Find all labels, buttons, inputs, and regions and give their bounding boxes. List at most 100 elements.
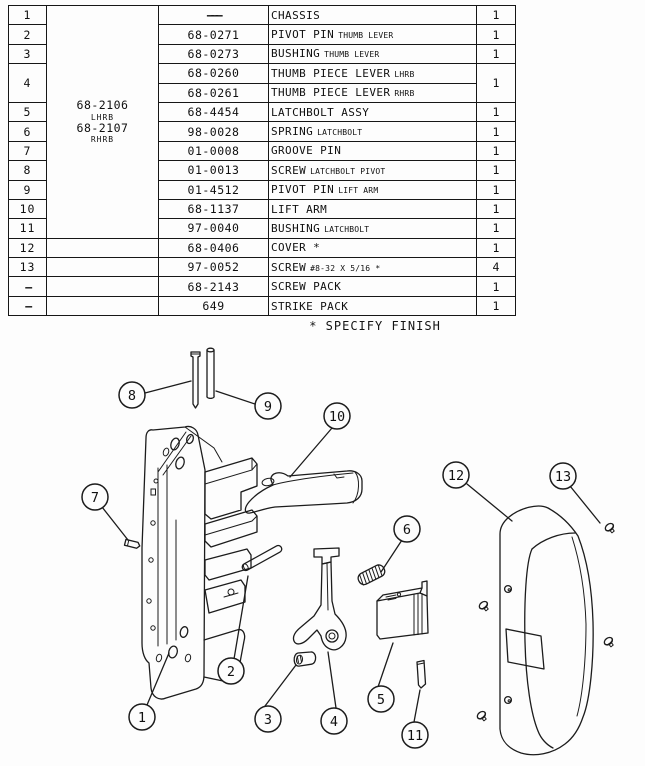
assembly-number: 68-2106 [76, 98, 129, 113]
qty-cell: 1 [476, 295, 516, 317]
bushing-latchbolt-part [293, 651, 317, 667]
part-number-cell: 01-4512 [158, 179, 269, 200]
balloon-number: 12 [448, 468, 464, 484]
balloon-2: 2 [217, 575, 249, 685]
balloon-7: 7 [81, 483, 129, 541]
item-cell: 11 [8, 218, 47, 239]
chassis-part [141, 425, 258, 700]
pivot-pin-lift-arm-part [241, 544, 283, 572]
item-cell: 4 [8, 63, 47, 103]
thumb-piece-lever-part [292, 547, 347, 651]
balloon-10: 10 [289, 402, 351, 478]
balloon-9: 9 [215, 390, 282, 420]
balloon-1: 1 [128, 652, 170, 731]
item-cell: 8 [8, 160, 47, 181]
assembly-hand: LHRB [90, 112, 115, 122]
groove-pin-part [123, 538, 141, 549]
balloon-number: 13 [555, 469, 571, 485]
table-row: — 649 STRIKE PACK 1 [8, 295, 516, 317]
assembly-hand: RHRB [90, 135, 115, 145]
part-number-cell: 68-1137 [158, 198, 269, 220]
description-cell: STRIKE PACK [268, 295, 477, 317]
balloon-6: 6 [380, 515, 421, 573]
item-cell: 6 [8, 121, 47, 142]
description-cell: LIFT ARM [268, 198, 477, 220]
description-text: PIVOT PIN [271, 28, 335, 42]
qty-cell: 1 [476, 237, 516, 259]
balloon-8: 8 [118, 380, 192, 409]
description-text: PIVOT PIN [271, 183, 335, 197]
description-cell: CHASSIS [268, 4, 477, 26]
no-item-dash: — [25, 279, 32, 294]
cover-screw-icon [603, 636, 614, 648]
qty-cell: 1 [476, 140, 516, 162]
description-qualifier: #8-32 X 5/16 * [310, 263, 381, 273]
cover-screw-icon [604, 522, 615, 534]
description-qualifier: LATCHBOLT [324, 224, 370, 234]
description-text: STRIKE PACK [271, 299, 349, 313]
table-row: 10 68-1137 LIFT ARM 1 [8, 198, 516, 220]
bushing-tube-part [206, 347, 215, 400]
lift-arm-part [244, 470, 363, 514]
description-cell: GROOVE PIN [268, 140, 477, 162]
description-qualifier: LIFT ARM [338, 186, 379, 196]
balloon-11: 11 [401, 689, 429, 749]
description-text: COVER * [271, 241, 321, 255]
balloon-number: 10 [329, 409, 345, 425]
description-text: BUSHING [271, 221, 321, 235]
balloon-number: 3 [264, 712, 272, 728]
cover-screw-icon [476, 710, 487, 722]
description-qualifier: THUMB LEVER [338, 31, 394, 41]
qty-cell: 1 [476, 198, 516, 220]
table-row: — 68-2143 SCREW PACK 1 [8, 276, 516, 297]
balloon-number: 8 [128, 388, 136, 404]
item-cell: 10 [8, 198, 47, 220]
balloon-number: 2 [227, 664, 235, 680]
cover-screw-icon [478, 600, 489, 612]
item-cell: 9 [8, 179, 47, 200]
item-cell: 13 [8, 257, 47, 278]
qty-cell: 1 [476, 160, 516, 181]
description-text: SCREW [271, 163, 307, 177]
balloon-number: 6 [403, 522, 411, 538]
balloon-4: 4 [320, 651, 348, 735]
description-qualifier: LHRB [394, 69, 415, 79]
description-qualifier: LATCHBOLT [317, 128, 363, 138]
spring-part [357, 564, 386, 586]
item-cell: 3 [8, 43, 47, 65]
description-text: THUMB PIECE LEVER [271, 66, 391, 80]
part-number-cell: 68-0406 [158, 237, 269, 259]
balloon-number: 5 [377, 692, 385, 708]
table-row: 13 97-0052 SCREW#8-32 X 5/16 * 4 [8, 257, 516, 278]
qty-cell: 1 [476, 218, 516, 239]
cover-part [499, 505, 594, 756]
description-text: BUSHING [271, 47, 321, 61]
table-row: 5 68-4454 LATCHBOLT ASSY 1 [8, 101, 516, 123]
description-text: THUMB PIECE LEVER [271, 86, 391, 100]
no-part-dash: ——— [206, 8, 223, 23]
description-qualifier: THUMB LEVER [324, 50, 380, 60]
description-cell: LATCHBOLT ASSY [268, 101, 477, 123]
part-number-cell: 01-0008 [158, 140, 269, 162]
balloon-number: 1 [138, 710, 146, 726]
description-qualifier: LATCHBOLT PIVOT [310, 166, 386, 176]
qty-cell: 1 [476, 121, 516, 142]
latchbolt-small-pin-part [416, 659, 427, 689]
table-row: 7 01-0008 GROOVE PIN 1 [8, 140, 516, 162]
parts-list-table: 1 68-2106 LHRB 68-2107 RHRB ——— CHASSIS … [8, 4, 516, 317]
description-text: LIFT ARM [271, 202, 328, 216]
pivot-pin-thumb-lever-part [190, 351, 201, 409]
qty-cell: 1 [476, 43, 516, 65]
item-cell: 7 [8, 140, 47, 162]
